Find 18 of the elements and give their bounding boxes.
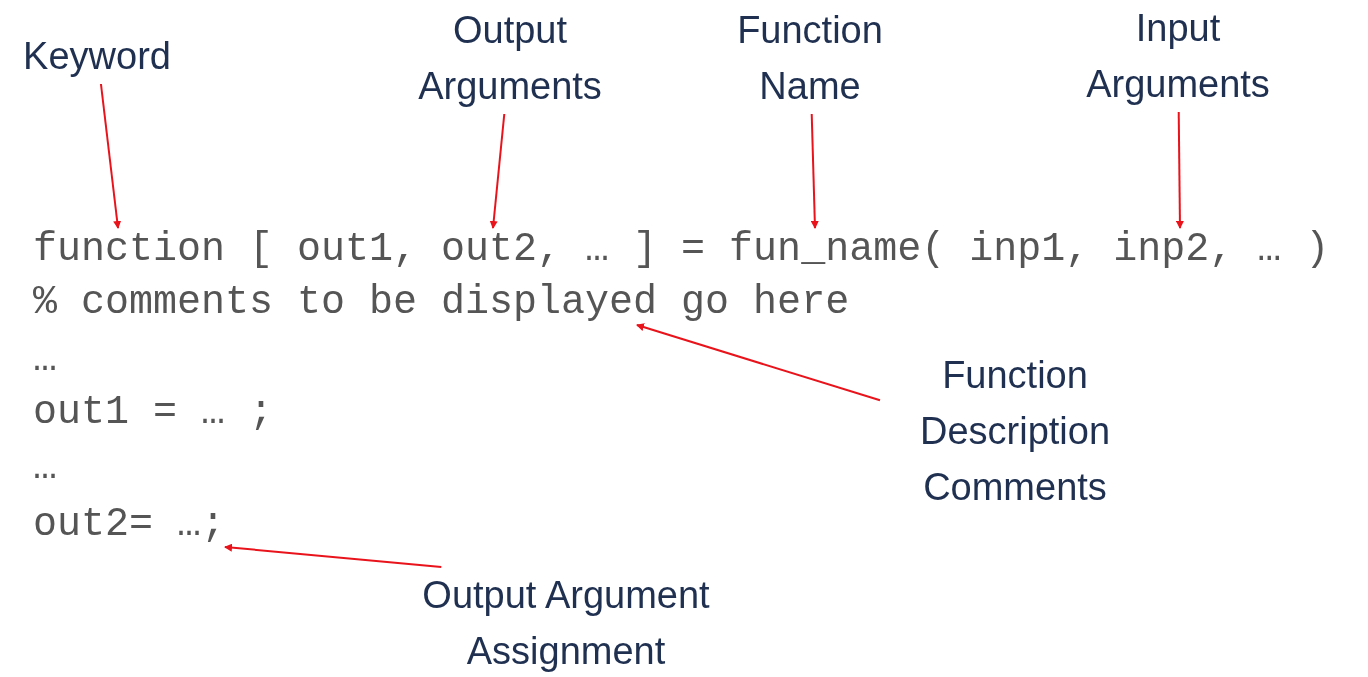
code-line: … <box>33 446 57 490</box>
arrow <box>636 323 881 402</box>
callout-text: Output Argument Assignment <box>386 567 746 677</box>
callout-text: Keyword <box>10 28 184 84</box>
code-line: function [ out1, out2, … ] = fun_name( inp1, inp2, … ) <box>33 228 1330 272</box>
callout-text: Function Name <box>710 2 910 114</box>
code-line: out1 = … ; <box>33 391 274 435</box>
code-line: … <box>33 338 57 382</box>
arrow <box>99 83 122 229</box>
callout-text: Function Description Comments <box>880 347 1150 515</box>
callout-text: Input Arguments <box>1063 0 1293 112</box>
code-line: out2= …; <box>33 503 226 547</box>
arrow <box>489 113 506 229</box>
arrow <box>1175 111 1184 229</box>
code-line: % comments to be displayed go here <box>33 281 850 325</box>
arrow <box>224 543 443 568</box>
arrow <box>810 113 819 229</box>
callout-text: Output Arguments <box>395 2 625 114</box>
